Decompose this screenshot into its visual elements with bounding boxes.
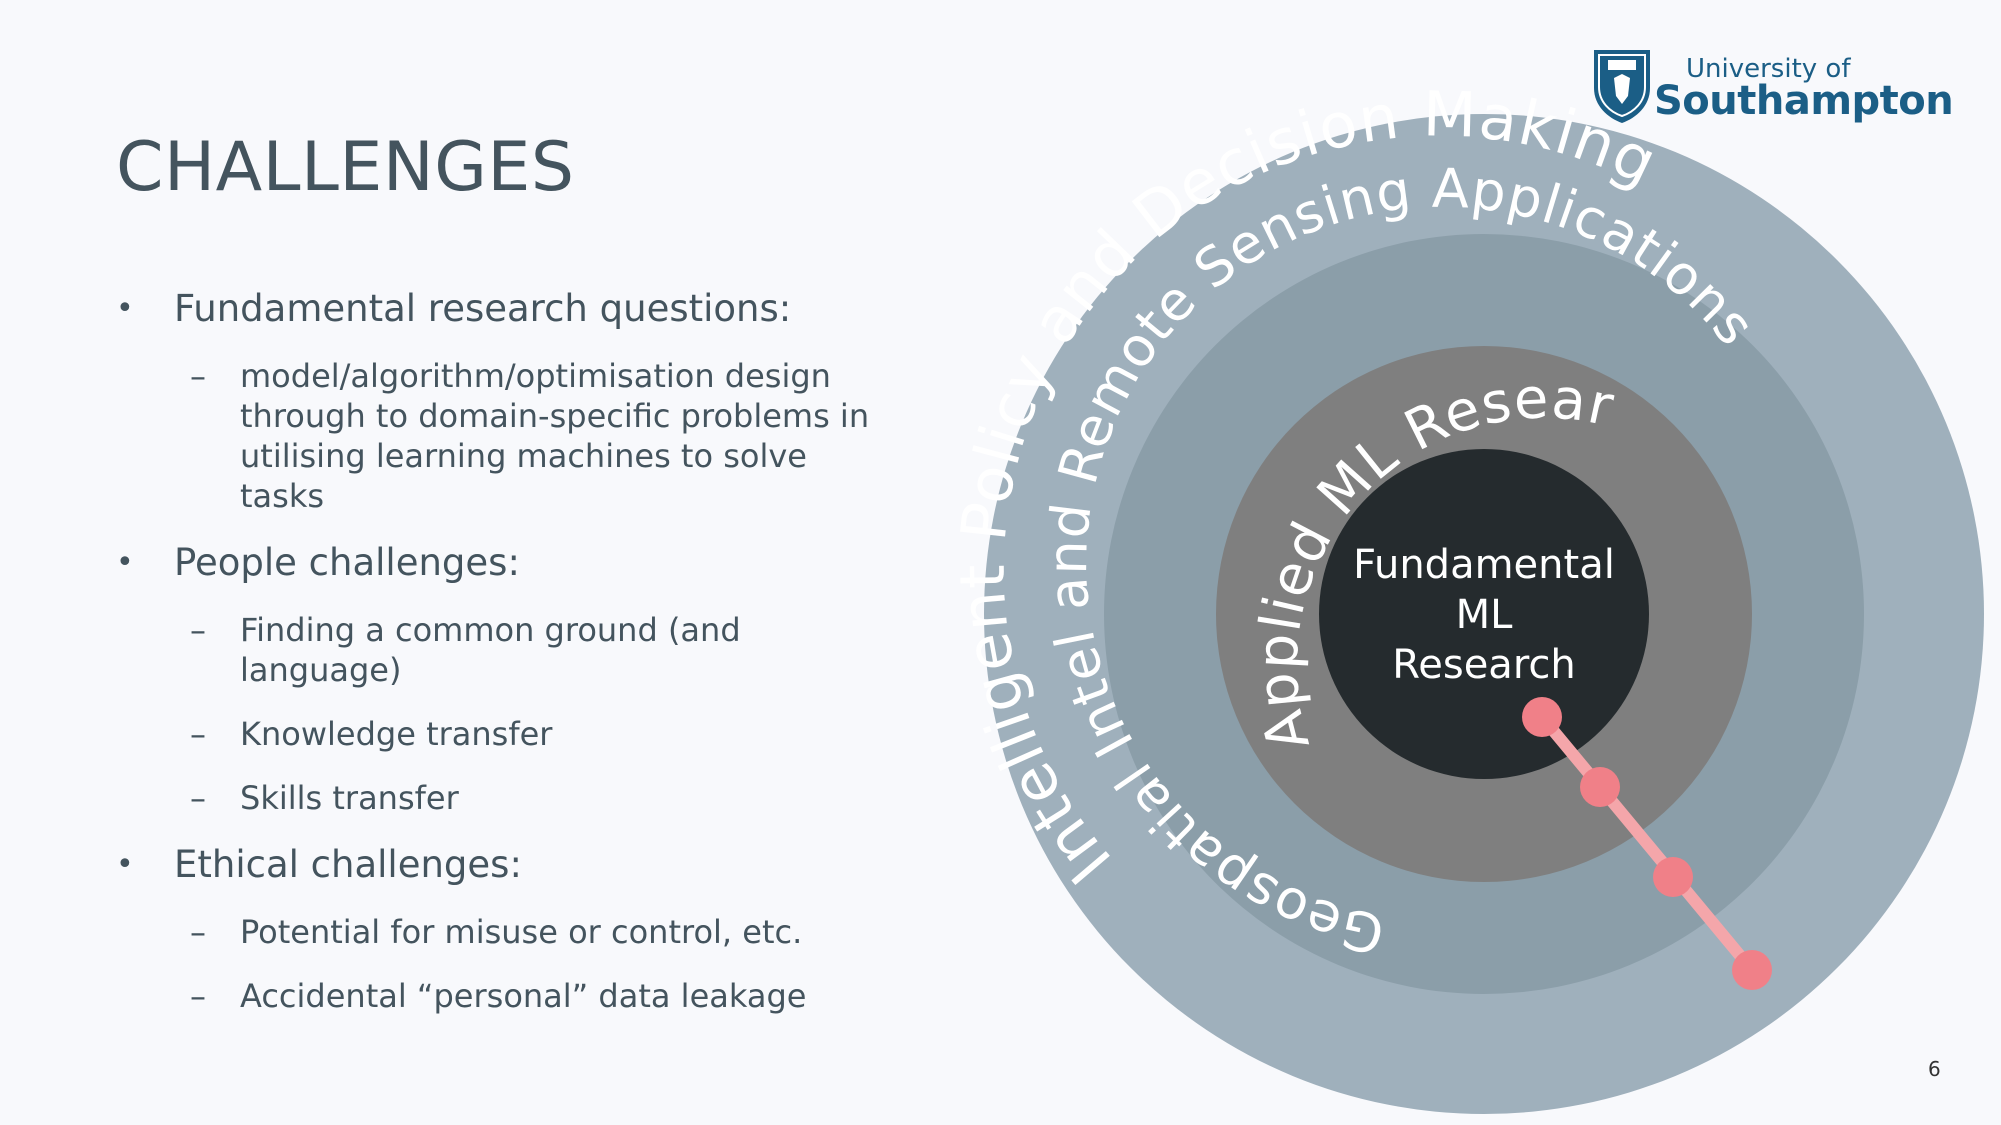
- university-crest-icon: [1594, 50, 1650, 123]
- bullet-item: Ethical challenges: Potential for misuse…: [116, 842, 876, 1016]
- sub-bullet-item: Accidental “personal” data leakage: [174, 976, 876, 1016]
- bullet-item: People challenges: Finding a common grou…: [116, 540, 876, 818]
- core-label-line-2: ML: [1456, 592, 1514, 638]
- sub-bullet-item: Knowledge transfer: [174, 714, 876, 754]
- pathway-node: [1732, 950, 1772, 990]
- pathway-node: [1522, 697, 1562, 737]
- pathway-node: [1653, 857, 1693, 897]
- logo-text-southampton: Southampton: [1654, 78, 1954, 124]
- pathway-node: [1580, 767, 1620, 807]
- pathway-line: [1536, 711, 1758, 976]
- sub-bullet-item: Skills transfer: [174, 778, 876, 818]
- bullet-text: Ethical challenges:: [174, 843, 522, 886]
- university-logo: University of Southampton: [1592, 48, 1954, 128]
- sub-bullet-list: model/algorithm/optimisation design thro…: [174, 356, 876, 516]
- bullet-text: People challenges:: [174, 541, 520, 584]
- bullet-item: Fundamental research questions: model/al…: [116, 286, 876, 516]
- bullet-text: Fundamental research questions:: [174, 287, 792, 330]
- ring-core: [1319, 449, 1649, 779]
- logo-text-university: University of: [1686, 54, 1851, 84]
- sub-bullet-item: Finding a common ground (and language): [174, 610, 876, 690]
- sub-bullet-item: model/algorithm/optimisation design thro…: [174, 356, 876, 516]
- bullet-list: Fundamental research questions: model/al…: [116, 286, 876, 1040]
- sub-bullet-list: Finding a common ground (and language) K…: [174, 610, 876, 818]
- page-number: 6: [1928, 1057, 1941, 1081]
- sub-bullet-list: Potential for misuse or control, etc. Ac…: [174, 912, 876, 1016]
- core-label-line-3: Research: [1392, 642, 1575, 688]
- core-label-line-1: Fundamental: [1353, 542, 1615, 588]
- sub-bullet-item: Potential for misuse or control, etc.: [174, 912, 876, 952]
- page-title: CHALLENGES: [116, 128, 575, 207]
